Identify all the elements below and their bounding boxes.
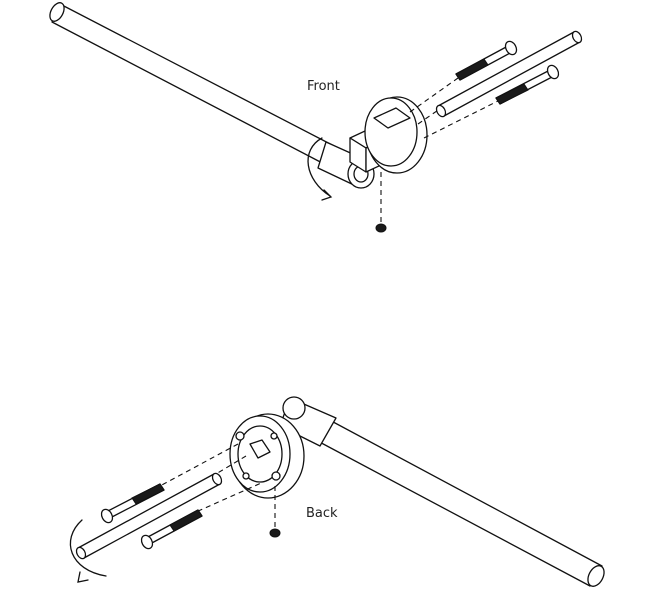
front-grub-screw <box>375 223 387 233</box>
back-assembly <box>69 396 605 587</box>
front-label: Front <box>307 79 340 94</box>
front-rotation-arrow <box>307 137 333 201</box>
front-rose-plate <box>364 96 428 174</box>
back-rose-plate <box>229 413 305 499</box>
back-assembly-guides <box>159 443 276 528</box>
back-rotation-arrow <box>69 519 107 583</box>
front-lower-screw <box>495 64 560 105</box>
back-lower-screw <box>140 509 203 550</box>
back-grub-screw <box>269 528 281 538</box>
front-spindle-bar <box>435 30 583 118</box>
front-upper-screw <box>455 40 518 81</box>
back-lever-bar <box>311 415 605 587</box>
back-handle-collar <box>279 396 337 447</box>
back-label: Back <box>306 506 338 521</box>
back-spindle-bar <box>75 472 223 560</box>
front-assembly <box>49 2 583 233</box>
back-upper-screw <box>100 483 165 524</box>
front-lever-bar <box>49 2 339 167</box>
front-assembly-guides <box>380 77 501 222</box>
